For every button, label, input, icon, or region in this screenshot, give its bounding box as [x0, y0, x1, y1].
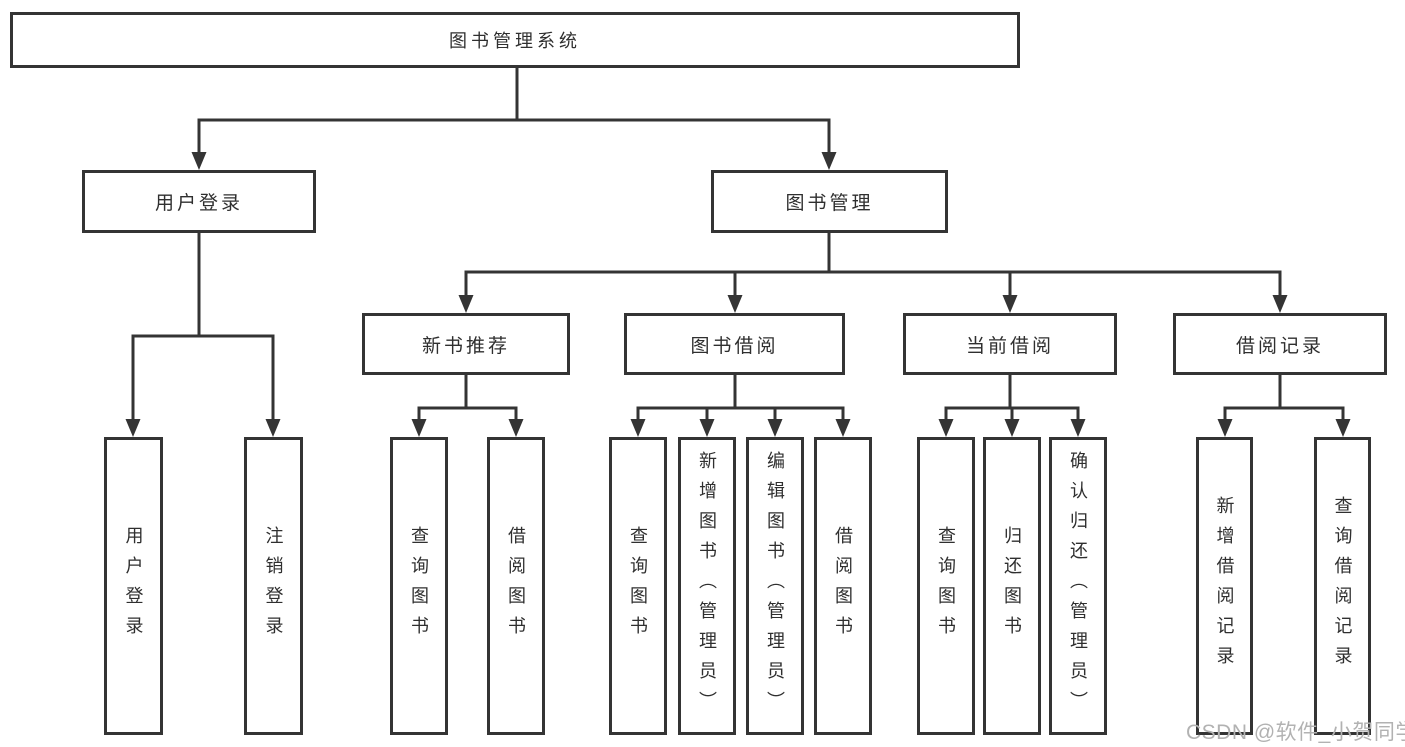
leaf-user-login: 用户登录 — [104, 437, 163, 735]
leaf-label: 查询图书 — [936, 526, 956, 646]
node-user-login: 用户登录 — [82, 170, 316, 233]
leaf-label: 查询借阅记录 — [1332, 496, 1353, 676]
leaf-label: 查询图书 — [409, 526, 429, 646]
leaf-label: 借阅图书 — [506, 526, 526, 646]
node-new-book-recommend: 新书推荐 — [362, 313, 570, 375]
leaf-label: 注销登录 — [263, 526, 284, 646]
leaf-query-borrow-record: 查询借阅记录 — [1314, 437, 1371, 735]
leaf-add-books-admin: 新增图书（管理员） — [678, 437, 736, 735]
leaf-label: 借阅图书 — [833, 526, 853, 646]
node-book-borrow: 图书借阅 — [624, 313, 845, 375]
leaf-query-books-1: 查询图书 — [390, 437, 448, 735]
leaf-borrow-books-2: 借阅图书 — [814, 437, 872, 735]
leaf-borrow-books-1: 借阅图书 — [487, 437, 545, 735]
leaf-query-books-3: 查询图书 — [917, 437, 975, 735]
leaf-query-books-2: 查询图书 — [609, 437, 667, 735]
leaf-return-books: 归还图书 — [983, 437, 1041, 735]
leaf-label: 查询图书 — [628, 526, 648, 646]
node-borrow-record: 借阅记录 — [1173, 313, 1387, 375]
leaf-label: 用户登录 — [123, 526, 144, 646]
leaf-edit-books-admin: 编辑图书（管理员） — [746, 437, 804, 735]
node-current-borrow: 当前借阅 — [903, 313, 1117, 375]
leaf-label: 新增借阅记录 — [1214, 496, 1235, 676]
leaf-add-borrow-record: 新增借阅记录 — [1196, 437, 1253, 735]
csdn-watermark: CSDN @软件_小贺同学 — [1186, 721, 1405, 744]
node-book-management: 图书管理 — [711, 170, 948, 233]
leaf-label: 编辑图书（管理员） — [765, 451, 785, 721]
leaf-label: 新增图书（管理员） — [697, 451, 717, 721]
leaf-confirm-return-admin: 确认归还（管理员） — [1049, 437, 1107, 735]
node-root-library-system: 图书管理系统 — [10, 12, 1020, 68]
leaf-label: 确认归还（管理员） — [1068, 451, 1088, 721]
leaf-label: 归还图书 — [1002, 526, 1022, 646]
leaf-logout: 注销登录 — [244, 437, 303, 735]
